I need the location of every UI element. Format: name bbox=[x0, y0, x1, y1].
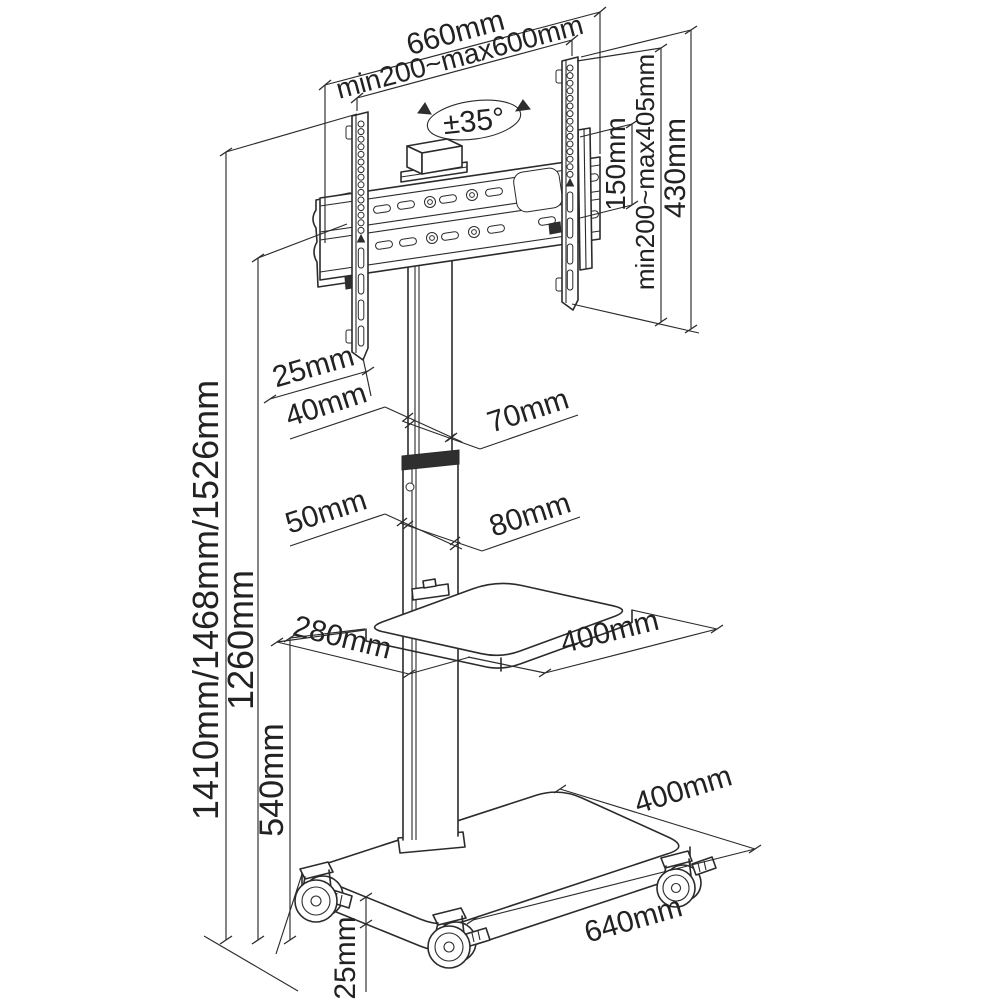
vesa-rail-right bbox=[555, 56, 579, 311]
top-clamp-box bbox=[400, 138, 468, 183]
height-clamp-collar bbox=[401, 449, 460, 471]
swivel-angle-label: ±35° bbox=[442, 102, 507, 141]
svg-text:1260mm: 1260mm bbox=[220, 570, 261, 710]
svg-text:min200~max405mm: min200~max405mm bbox=[630, 54, 660, 290]
svg-text:1410mm/1468mm/1526mm: 1410mm/1468mm/1526mm bbox=[185, 380, 226, 820]
svg-text:540mm: 540mm bbox=[253, 723, 291, 836]
dim-vesa-hole-spacing: 150mm bbox=[579, 117, 639, 219]
base-top-face bbox=[312, 791, 680, 925]
caster-right bbox=[656, 850, 717, 908]
rail-arrow-icon bbox=[356, 233, 366, 243]
svg-text:70mm: 70mm bbox=[483, 382, 572, 439]
caster-left bbox=[294, 861, 353, 923]
svg-text:25mm: 25mm bbox=[329, 916, 362, 999]
plate-slot-row-top bbox=[373, 173, 599, 214]
vesa-rail-left bbox=[345, 111, 369, 361]
support-column bbox=[397, 251, 466, 854]
dim-column-height: 1260mm bbox=[220, 223, 348, 945]
svg-text:430mm: 430mm bbox=[659, 118, 692, 218]
swivel-arrow-left-icon bbox=[417, 102, 432, 115]
caster-front bbox=[427, 907, 491, 969]
caster-wheels bbox=[294, 850, 717, 969]
plate-cutout bbox=[513, 167, 563, 213]
svg-text:400mm: 400mm bbox=[631, 760, 736, 821]
svg-text:80mm: 80mm bbox=[485, 486, 574, 543]
shelf-front-edge bbox=[365, 621, 633, 669]
tilt-pivot-right bbox=[548, 221, 562, 235]
column-screw-hole bbox=[405, 482, 415, 492]
media-shelf bbox=[365, 578, 633, 672]
dim-base-thickness: 25mm bbox=[329, 892, 373, 1000]
rail-arrow-icon bbox=[565, 177, 575, 187]
dim-vesa-vertical-range: min200~max405mm bbox=[576, 43, 668, 327]
svg-text:640mm: 640mm bbox=[581, 890, 686, 949]
svg-text:150mm: 150mm bbox=[600, 117, 631, 210]
swivel-indicator: ±35° bbox=[417, 99, 531, 141]
vesa-rails bbox=[345, 56, 579, 361]
dim-shelf-height: 540mm bbox=[253, 628, 366, 945]
floor-reference-lines bbox=[203, 873, 303, 992]
svg-text:50mm: 50mm bbox=[281, 483, 370, 540]
swivel-arrow-right-icon bbox=[514, 99, 531, 112]
shelf-top-face bbox=[373, 582, 624, 657]
dim-overall-heights: 1410mm/1468mm/1526mm bbox=[185, 113, 358, 945]
swivel-arc bbox=[426, 99, 522, 141]
dim-bracket-height: 430mm bbox=[571, 25, 700, 334]
